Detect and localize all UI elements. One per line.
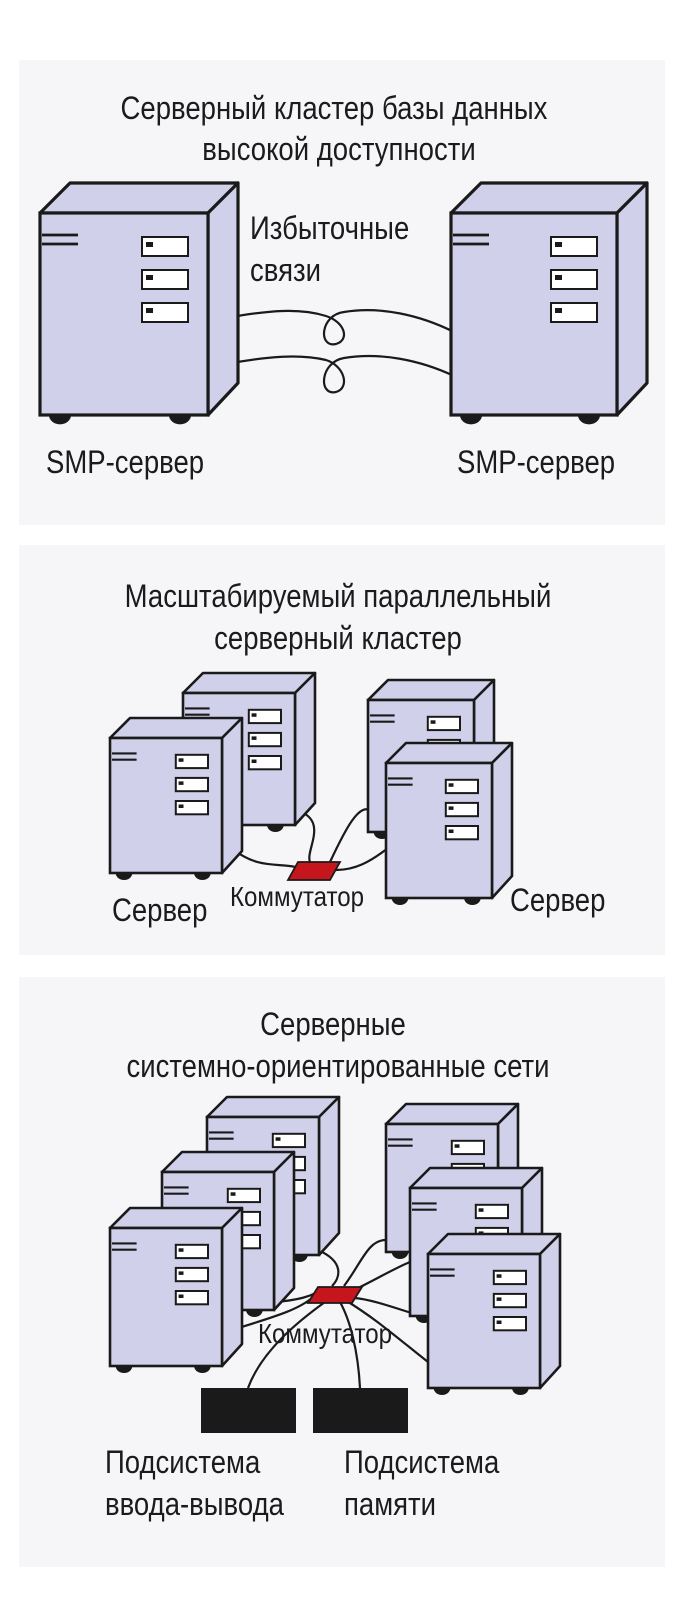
p3-cable-4	[343, 1238, 387, 1287]
p3-cable-8	[246, 1301, 326, 1389]
io-subsystem-block	[201, 1388, 296, 1433]
memory-subsystem-block	[313, 1388, 408, 1433]
redundant-link-top	[225, 309, 455, 346]
redundant-links-line1: Избыточные	[250, 210, 410, 246]
memory-subsystem-line2: памяти	[344, 1486, 437, 1522]
io-subsystem-line2: ввода-вывода	[105, 1486, 284, 1522]
switch-panel2	[286, 861, 342, 881]
p2-title-line2: серверный кластер	[214, 620, 462, 656]
p3-cable-9	[339, 1301, 362, 1389]
switch-panel3	[306, 1286, 364, 1304]
redundant-link-bottom	[225, 354, 455, 394]
servers	[38, 181, 649, 1396]
p2-server-front-right-icon	[384, 741, 514, 906]
p3-cable-7	[344, 1299, 429, 1363]
memory-subsystem-line1: Подсистема	[344, 1444, 500, 1480]
p2-switch-label: Коммутатор	[230, 881, 365, 912]
p2-cable-3	[329, 808, 373, 863]
smp-server-left-icon	[38, 181, 240, 425]
smp-server-left-label: SMP-сервер	[46, 444, 205, 480]
p2-server-left-label: Сервер	[112, 892, 208, 928]
smp-server-right-icon	[449, 181, 649, 425]
p1-title-line2: высокой доступности	[202, 131, 476, 167]
p2-server-right-label: Сервер	[510, 882, 606, 918]
p2-cable-4	[335, 847, 389, 872]
p3-title-line2: системно-ориентированные сети	[126, 1048, 550, 1084]
p3-title-line1: Серверные	[260, 1006, 406, 1042]
p3-switch-label: Коммутатор	[258, 1318, 393, 1349]
p3-server-left-3-icon	[108, 1206, 244, 1374]
p3-cable-3	[317, 1248, 340, 1287]
redundant-links-line2: связи	[250, 252, 321, 288]
devices	[201, 861, 408, 1433]
p3-server-right-3-icon	[426, 1232, 562, 1396]
io-subsystem-line1: Подсистема	[105, 1444, 261, 1480]
p2-cable-1	[233, 849, 301, 870]
smp-server-right-label: SMP-сервер	[457, 444, 616, 480]
p1-title-line1: Серверный кластер базы данных	[120, 90, 548, 126]
p2-title-line1: Масштабируемый параллельный	[124, 578, 552, 614]
p2-server-front-left-icon	[108, 716, 244, 881]
